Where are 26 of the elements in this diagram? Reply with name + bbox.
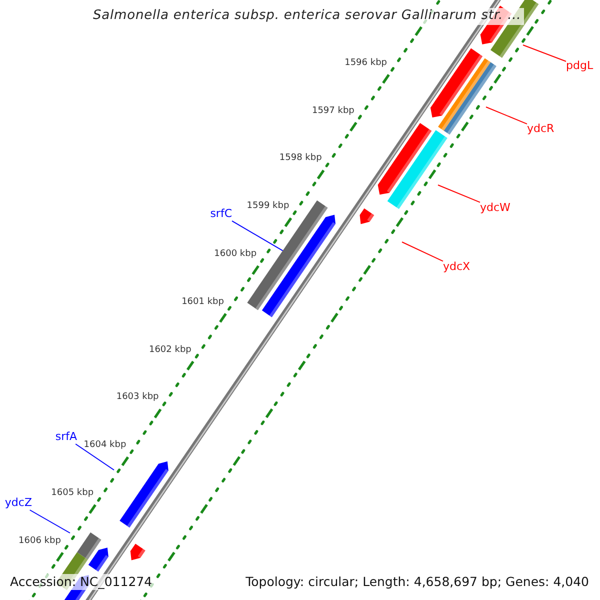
- scale-label: 1605 kbp: [51, 488, 94, 498]
- gene-label: srfA: [55, 431, 77, 444]
- scale-label: 1599 kbp: [246, 201, 290, 212]
- scale-label: 1600 kbp: [214, 249, 257, 260]
- scale-label: 1597 kbp: [312, 106, 354, 116]
- gene-label: ydcX: [443, 261, 470, 274]
- leader-line: [438, 184, 480, 203]
- scale-label: 1601 kbp: [182, 296, 224, 308]
- footer-text: Topology: circular; Length: 4,658,697 bp; Genes: 4,040: [244, 574, 591, 590]
- gene-label: pdgL: [566, 60, 594, 73]
- scale-label: 1602 kbp: [148, 344, 192, 355]
- scale-label: 1598 kbp: [279, 153, 322, 164]
- scale-label: 1606 kbp: [18, 536, 61, 546]
- leader-line: [29, 510, 70, 534]
- leader-line: [232, 220, 284, 252]
- scale-label: 1604 kbp: [84, 440, 126, 451]
- gene-label: srfC: [210, 208, 232, 221]
- leader-line: [522, 44, 566, 62]
- gene-label: ydcZ: [4, 497, 32, 510]
- gene-label: ydcR: [527, 123, 554, 136]
- leader-line: [486, 106, 528, 124]
- scale-label: 1603 kbp: [116, 392, 159, 403]
- scale-label: 1596 kbp: [344, 58, 387, 68]
- leader-line: [402, 242, 444, 262]
- leader-line: [75, 444, 114, 470]
- gene-label: ydcW: [480, 202, 510, 215]
